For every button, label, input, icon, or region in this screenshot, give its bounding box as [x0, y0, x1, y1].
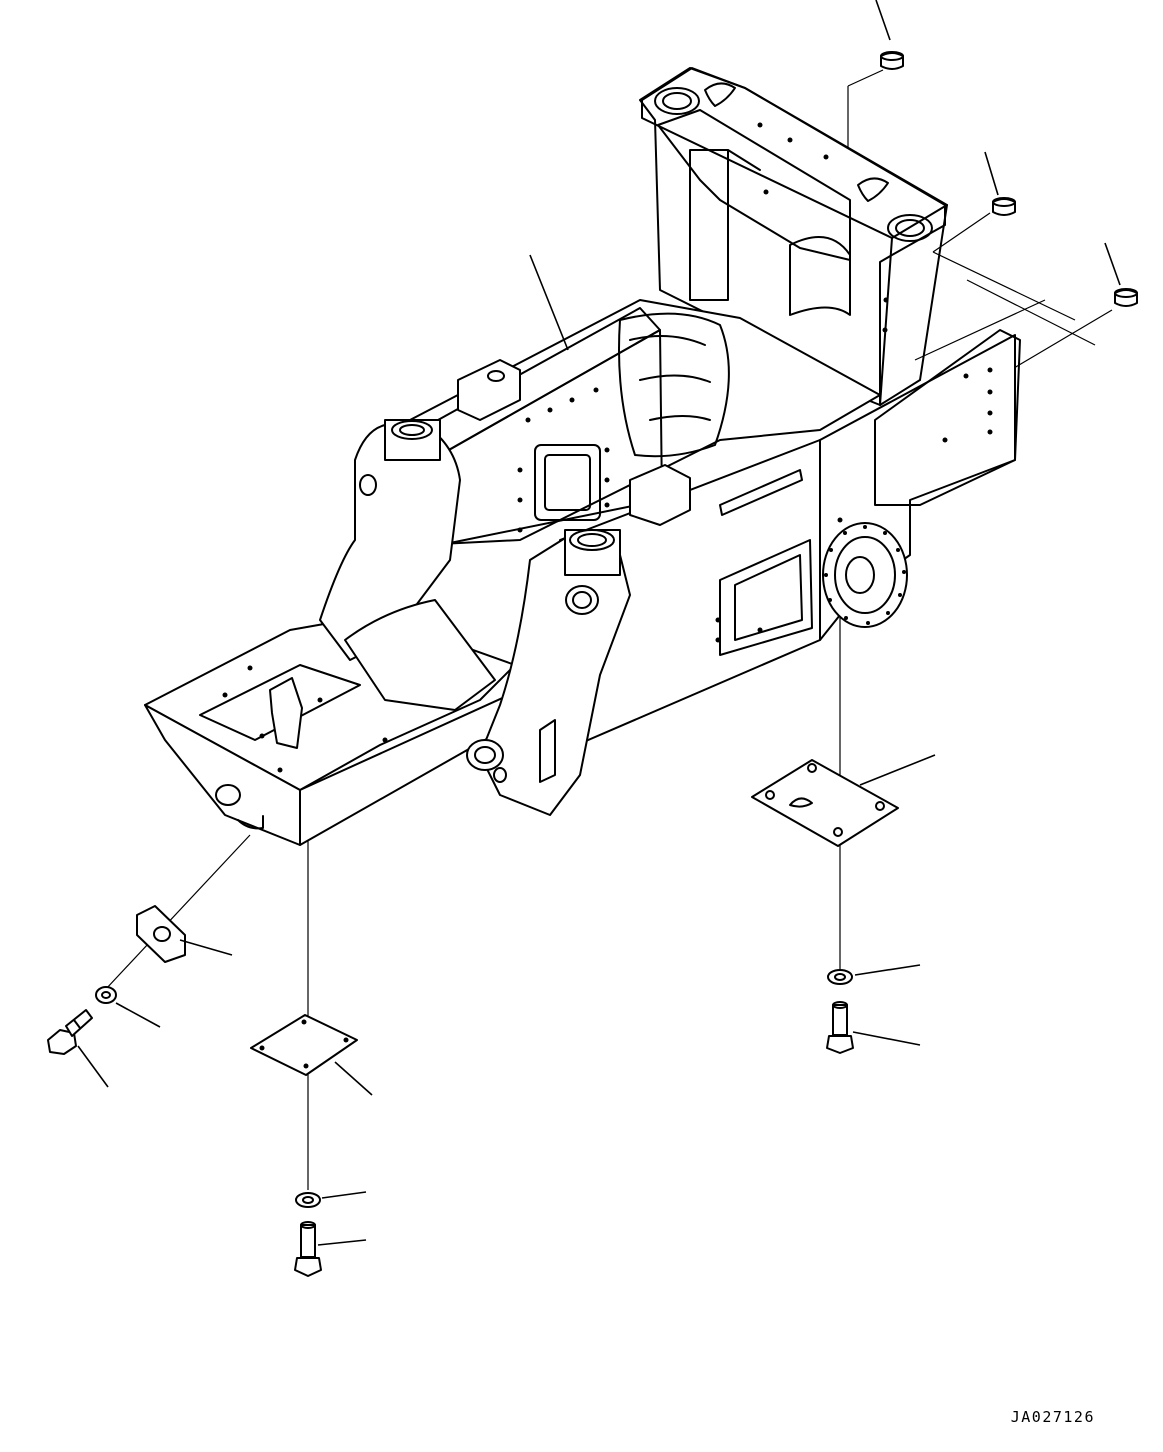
washer-right [828, 970, 852, 984]
drawing-code-label: JA027126 [1010, 1408, 1095, 1426]
left-arm-bracket [320, 420, 495, 710]
flange-bolt-circle [824, 525, 906, 625]
washer-center [296, 1193, 320, 1207]
rear-upright-frame [640, 68, 947, 405]
bottom-plate-center [251, 1015, 357, 1075]
bolt-right [827, 1002, 853, 1053]
washer-left [96, 987, 116, 1003]
bottom-plate-right [752, 760, 898, 846]
cover-plate-left [137, 906, 185, 962]
cap-mid [993, 198, 1015, 215]
cap-right [1115, 289, 1137, 306]
bolt-center [295, 1222, 321, 1276]
center-arm-bracket [467, 530, 630, 815]
frame-holes [222, 122, 993, 773]
cap-top [881, 52, 903, 69]
main-frame [145, 68, 1020, 845]
rail-pedestal [458, 360, 690, 525]
bolt-left [48, 1010, 92, 1054]
callout-leaders [78, 0, 1120, 1245]
